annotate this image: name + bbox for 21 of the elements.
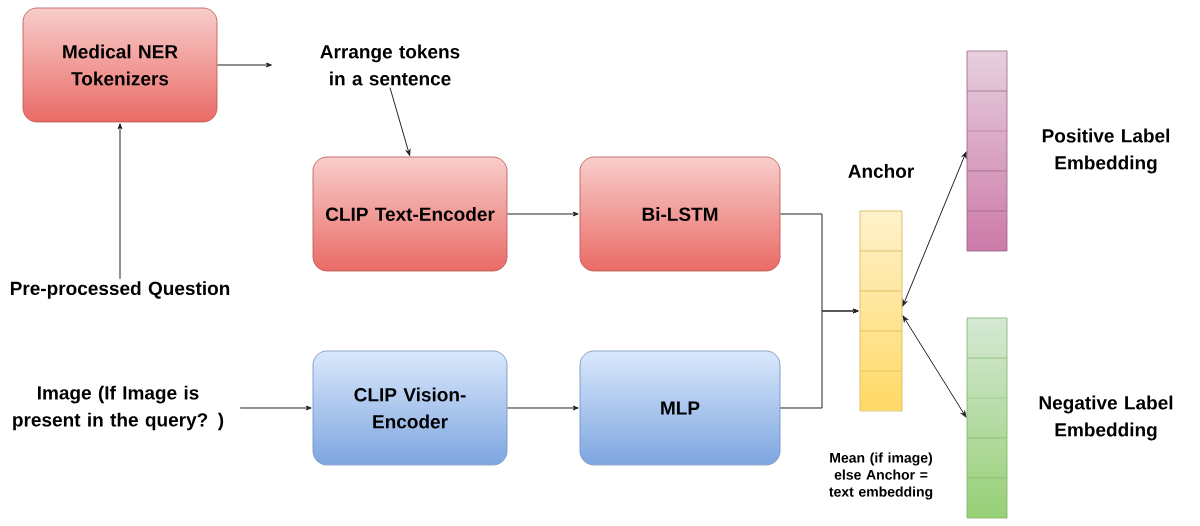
- vector-label: Anchor: [848, 164, 914, 178]
- arrow: [239, 405, 312, 411]
- process-box: Bi-LSTM: [579, 156, 781, 272]
- arrow: [902, 315, 967, 418]
- arrow: [117, 123, 123, 280]
- arrow: [506, 211, 579, 217]
- arrow: [389, 87, 411, 156]
- vector-label: Negative Label Embedding: [1039, 395, 1173, 441]
- note-text: Mean (if image) else Anchor = text embedding: [829, 452, 933, 500]
- process-box: CLIP Text-Encoder: [312, 156, 508, 272]
- text-label: Image (If Image is present in the query? ): [13, 385, 224, 431]
- process-box: MLP: [579, 350, 781, 466]
- arrow: [902, 151, 967, 307]
- arrow: [216, 62, 272, 68]
- text-label: Arrange tokens in a sentence: [320, 44, 460, 86]
- process-box: Medical NER Tokenizers: [22, 7, 218, 123]
- arrow: [779, 308, 859, 409]
- arrow: [506, 405, 579, 411]
- text-label: Pre-processed Question: [10, 281, 230, 299]
- process-box: CLIP Vision-Encoder: [312, 350, 508, 466]
- vector-label: Positive Label Embedding: [1042, 128, 1170, 174]
